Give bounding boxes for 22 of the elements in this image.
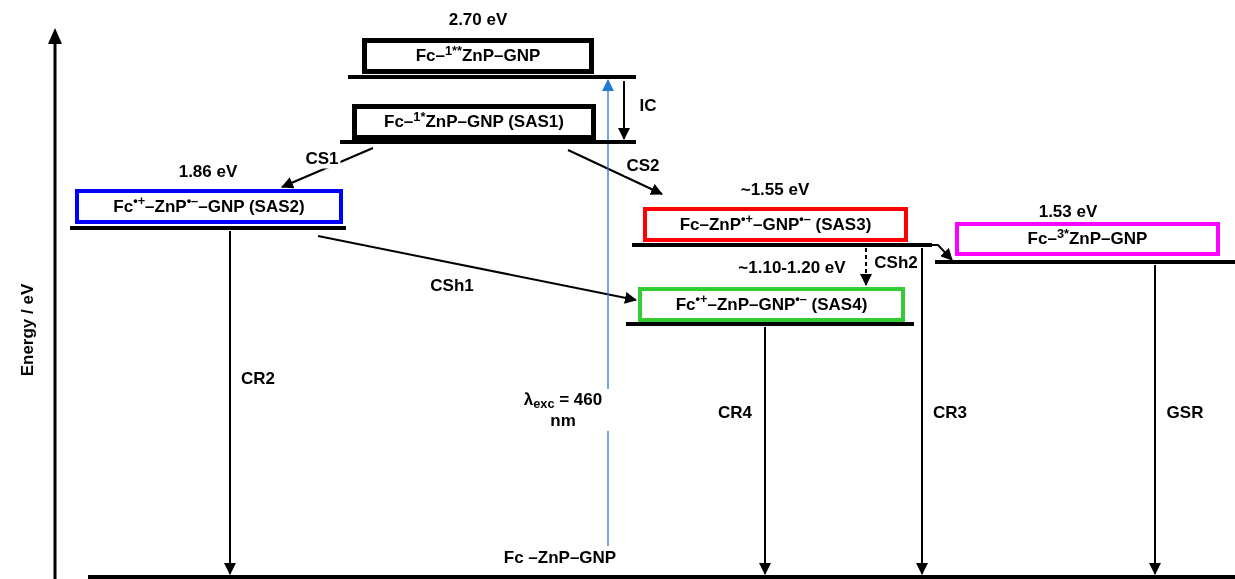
arrow [281,147,374,189]
arrow [317,235,637,304]
state-box: Fc–$^{1**}$ZnP–GNP [362,38,594,74]
arrow [1149,264,1161,575]
arrow [860,247,872,286]
energy-value: 1.53 eV [1038,201,1098,223]
energy-value: ~1.10-1.20 eV [738,257,846,279]
energy-value: 1.86 eV [178,161,238,183]
arrow [224,230,236,575]
energy-value: 2.70 eV [448,9,508,31]
state-box: Fc$^{•+}$–ZnP–GNP$^{•–}$ (SAS4) [638,287,905,322]
state-box: Fc–$^{3*}$ZnP–GNP [955,222,1220,256]
arrow [567,149,663,195]
axis-title: Energy / eV [17,283,39,377]
energy-value: ~1.55 eV [740,179,810,201]
state-box: Fc–$^{1*}$ZnP–GNP (SAS1) [352,104,596,140]
arrow [618,80,630,140]
arrow [916,247,928,575]
arrow [602,79,614,547]
arrow [759,326,771,575]
state-box: Fc–ZnP$^{•+}$–GNP$^{•–}$ (SAS3) [643,207,908,242]
state-box: Fc$^{•+}$–ZnP$^{•–}$–GNP (SAS2) [75,189,343,224]
